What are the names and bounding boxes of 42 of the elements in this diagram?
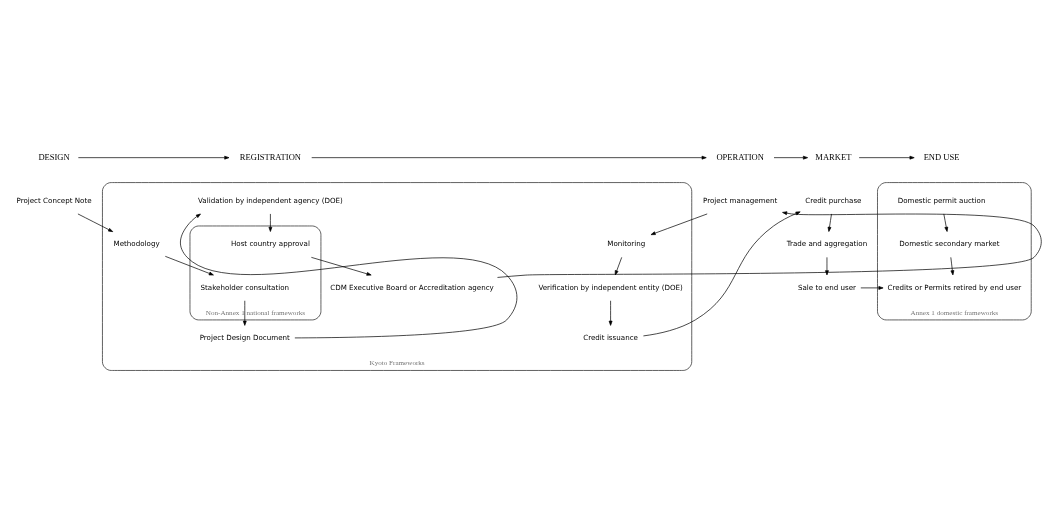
node-text: Stakeholder consultation: [200, 282, 290, 292]
arrow: [773, 155, 808, 159]
node-text: Credits or Permits retired by end user: [887, 282, 1022, 292]
arrow: [311, 256, 372, 276]
node-text: CDM Executive Board or Accreditation agency: [330, 282, 494, 292]
arrow: [858, 155, 915, 159]
node-text: Validation by independent agency (DOE): [198, 195, 343, 205]
arrow: [180, 213, 518, 338]
node-text: Verification by independent entity (DOE): [538, 282, 683, 292]
node-text: Monitoring: [607, 238, 646, 248]
arrow: [497, 210, 1042, 278]
node-text: Project Design Document: [199, 332, 290, 342]
arrow: [643, 211, 801, 336]
arrow: [860, 285, 884, 290]
arrow: [614, 256, 623, 275]
arrow: [78, 155, 230, 159]
arrow: [242, 299, 247, 326]
node-text: Trade and aggregation: [786, 238, 868, 248]
arrow: [650, 213, 708, 235]
node-text: MARKET: [815, 151, 852, 162]
node-text: DESIGN: [38, 151, 70, 162]
arrow: [268, 213, 273, 232]
arrow: [827, 213, 832, 232]
arrow: [608, 299, 613, 326]
node-text: Project Concept Note: [16, 195, 92, 205]
arrow: [943, 213, 949, 232]
arrow: [164, 255, 214, 275]
node-text: Host country approval: [230, 238, 310, 248]
arrow: [311, 155, 707, 159]
node-text: Domestic secondary market: [899, 238, 1000, 248]
node-text: REGISTRATION: [239, 151, 301, 162]
node-text: Domestic permit auction: [897, 195, 986, 205]
node-text: Sale to end user: [797, 282, 856, 292]
node-text: OPERATION: [716, 151, 764, 162]
node-text: Methodology: [113, 238, 160, 248]
node-text: Credit purchase: [805, 195, 862, 205]
arrow: [825, 256, 829, 275]
arrow: [77, 213, 114, 232]
node-text: Credit issuance: [583, 332, 638, 342]
node-text: END USE: [923, 151, 960, 162]
arrow: [950, 256, 955, 275]
node-text: Project management: [703, 195, 778, 205]
